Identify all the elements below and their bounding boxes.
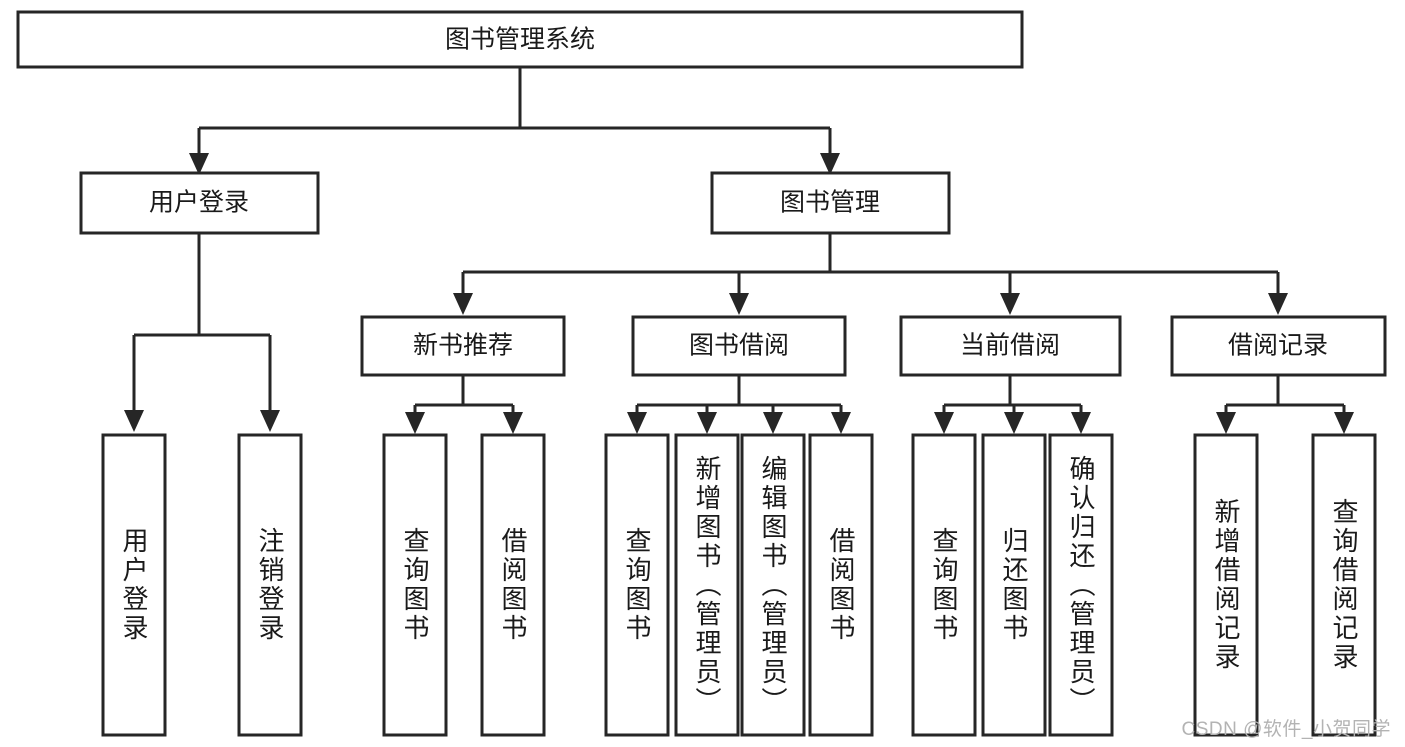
leaf-box-cb-query-book[interactable] xyxy=(911,433,977,737)
arrow-head-bb-leaf3 xyxy=(763,412,783,434)
csdn-watermark: CSDN @软件_小贺同学 xyxy=(1181,719,1391,740)
node-new-book-recommend[interactable]: 新书推荐 xyxy=(360,315,566,377)
node-user-login[interactable]: 用户登录 xyxy=(79,171,320,235)
arrow-head-nbr-leaf1 xyxy=(405,412,425,434)
arrow-head-cb-leaf2 xyxy=(1004,412,1024,434)
node-borrow-record-box[interactable] xyxy=(1170,315,1387,377)
leaf-box-logout[interactable] xyxy=(237,433,303,737)
node-book-borrow[interactable]: 图书借阅 xyxy=(631,315,847,377)
node-book-management-label: 图书管理 xyxy=(780,189,880,217)
node-new-book-recommend-box[interactable] xyxy=(360,315,566,377)
node-book-management-box[interactable] xyxy=(710,171,951,235)
node-root-system-label: 图书管理系统 xyxy=(445,26,595,54)
leaf-box-bb-query-book[interactable] xyxy=(604,433,670,737)
arrow-head-cb-leaf3 xyxy=(1071,412,1091,434)
arrow-head-bb-leaf1 xyxy=(627,412,647,434)
node-root-system-box[interactable] xyxy=(16,10,1024,69)
leaf-box-bb-add-book[interactable] xyxy=(674,433,740,737)
arrow-head-br-leaf2 xyxy=(1334,412,1354,434)
leaf-box-nbr-borrow-book[interactable] xyxy=(480,433,546,737)
connector-group-root xyxy=(189,66,840,175)
node-borrow-record[interactable]: 借阅记录 xyxy=(1170,315,1387,377)
node-borrow-record-label: 借阅记录 xyxy=(1228,332,1328,360)
connector-group-bookmgmt xyxy=(453,233,1288,315)
node-book-borrow-label: 图书借阅 xyxy=(689,332,789,360)
leaf-box-nbr-query-book[interactable] xyxy=(382,433,448,737)
arrow-head-user-login-leaf xyxy=(124,410,144,432)
node-book-borrow-box[interactable] xyxy=(631,315,847,377)
connector-group-book-borrow xyxy=(627,375,851,434)
node-current-borrow-label: 当前借阅 xyxy=(960,332,1060,360)
node-current-borrow-box[interactable] xyxy=(899,315,1122,377)
arrow-head-br-leaf1 xyxy=(1216,412,1236,434)
arrow-head-cb-leaf1 xyxy=(934,412,954,434)
node-root-system[interactable]: 图书管理系统 xyxy=(16,10,1024,69)
node-current-borrow[interactable]: 当前借阅 xyxy=(899,315,1122,377)
leaf-box-br-add-record[interactable] xyxy=(1193,433,1259,737)
node-user-login-label: 用户登录 xyxy=(149,189,249,217)
node-user-login-box[interactable] xyxy=(79,171,320,235)
leaf-box-user-login[interactable] xyxy=(101,433,167,737)
leaf-box-cb-confirm-return[interactable] xyxy=(1048,433,1114,737)
arrow-head-book-borrow xyxy=(729,293,749,315)
arrow-head-borrow-record xyxy=(1268,293,1288,315)
connector-group-new-book-recommend xyxy=(405,375,523,434)
arrow-head-bb-leaf2 xyxy=(697,412,717,434)
connector-group-userlogin xyxy=(124,233,280,432)
arrow-head-current-borrow xyxy=(1000,293,1020,315)
arrow-head-bookmgmt xyxy=(820,153,840,175)
node-new-book-recommend-label: 新书推荐 xyxy=(413,332,513,360)
node-book-management[interactable]: 图书管理 xyxy=(710,171,951,235)
leaf-box-cb-return-book[interactable] xyxy=(981,433,1047,737)
leaf-box-bb-borrow-book[interactable] xyxy=(808,433,874,737)
arrow-head-new-book-recommend xyxy=(453,293,473,315)
leaf-box-bb-edit-book[interactable] xyxy=(740,433,806,737)
arrow-head-bb-leaf4 xyxy=(831,412,851,434)
arrow-head-userlogin xyxy=(189,153,209,175)
leaf-box-br-query-record[interactable] xyxy=(1311,433,1377,737)
connector-group-current-borrow xyxy=(934,375,1091,434)
connector-group-borrow-record xyxy=(1216,375,1354,434)
arrow-head-nbr-leaf2 xyxy=(503,412,523,434)
arrow-head-logout-leaf xyxy=(260,410,280,432)
